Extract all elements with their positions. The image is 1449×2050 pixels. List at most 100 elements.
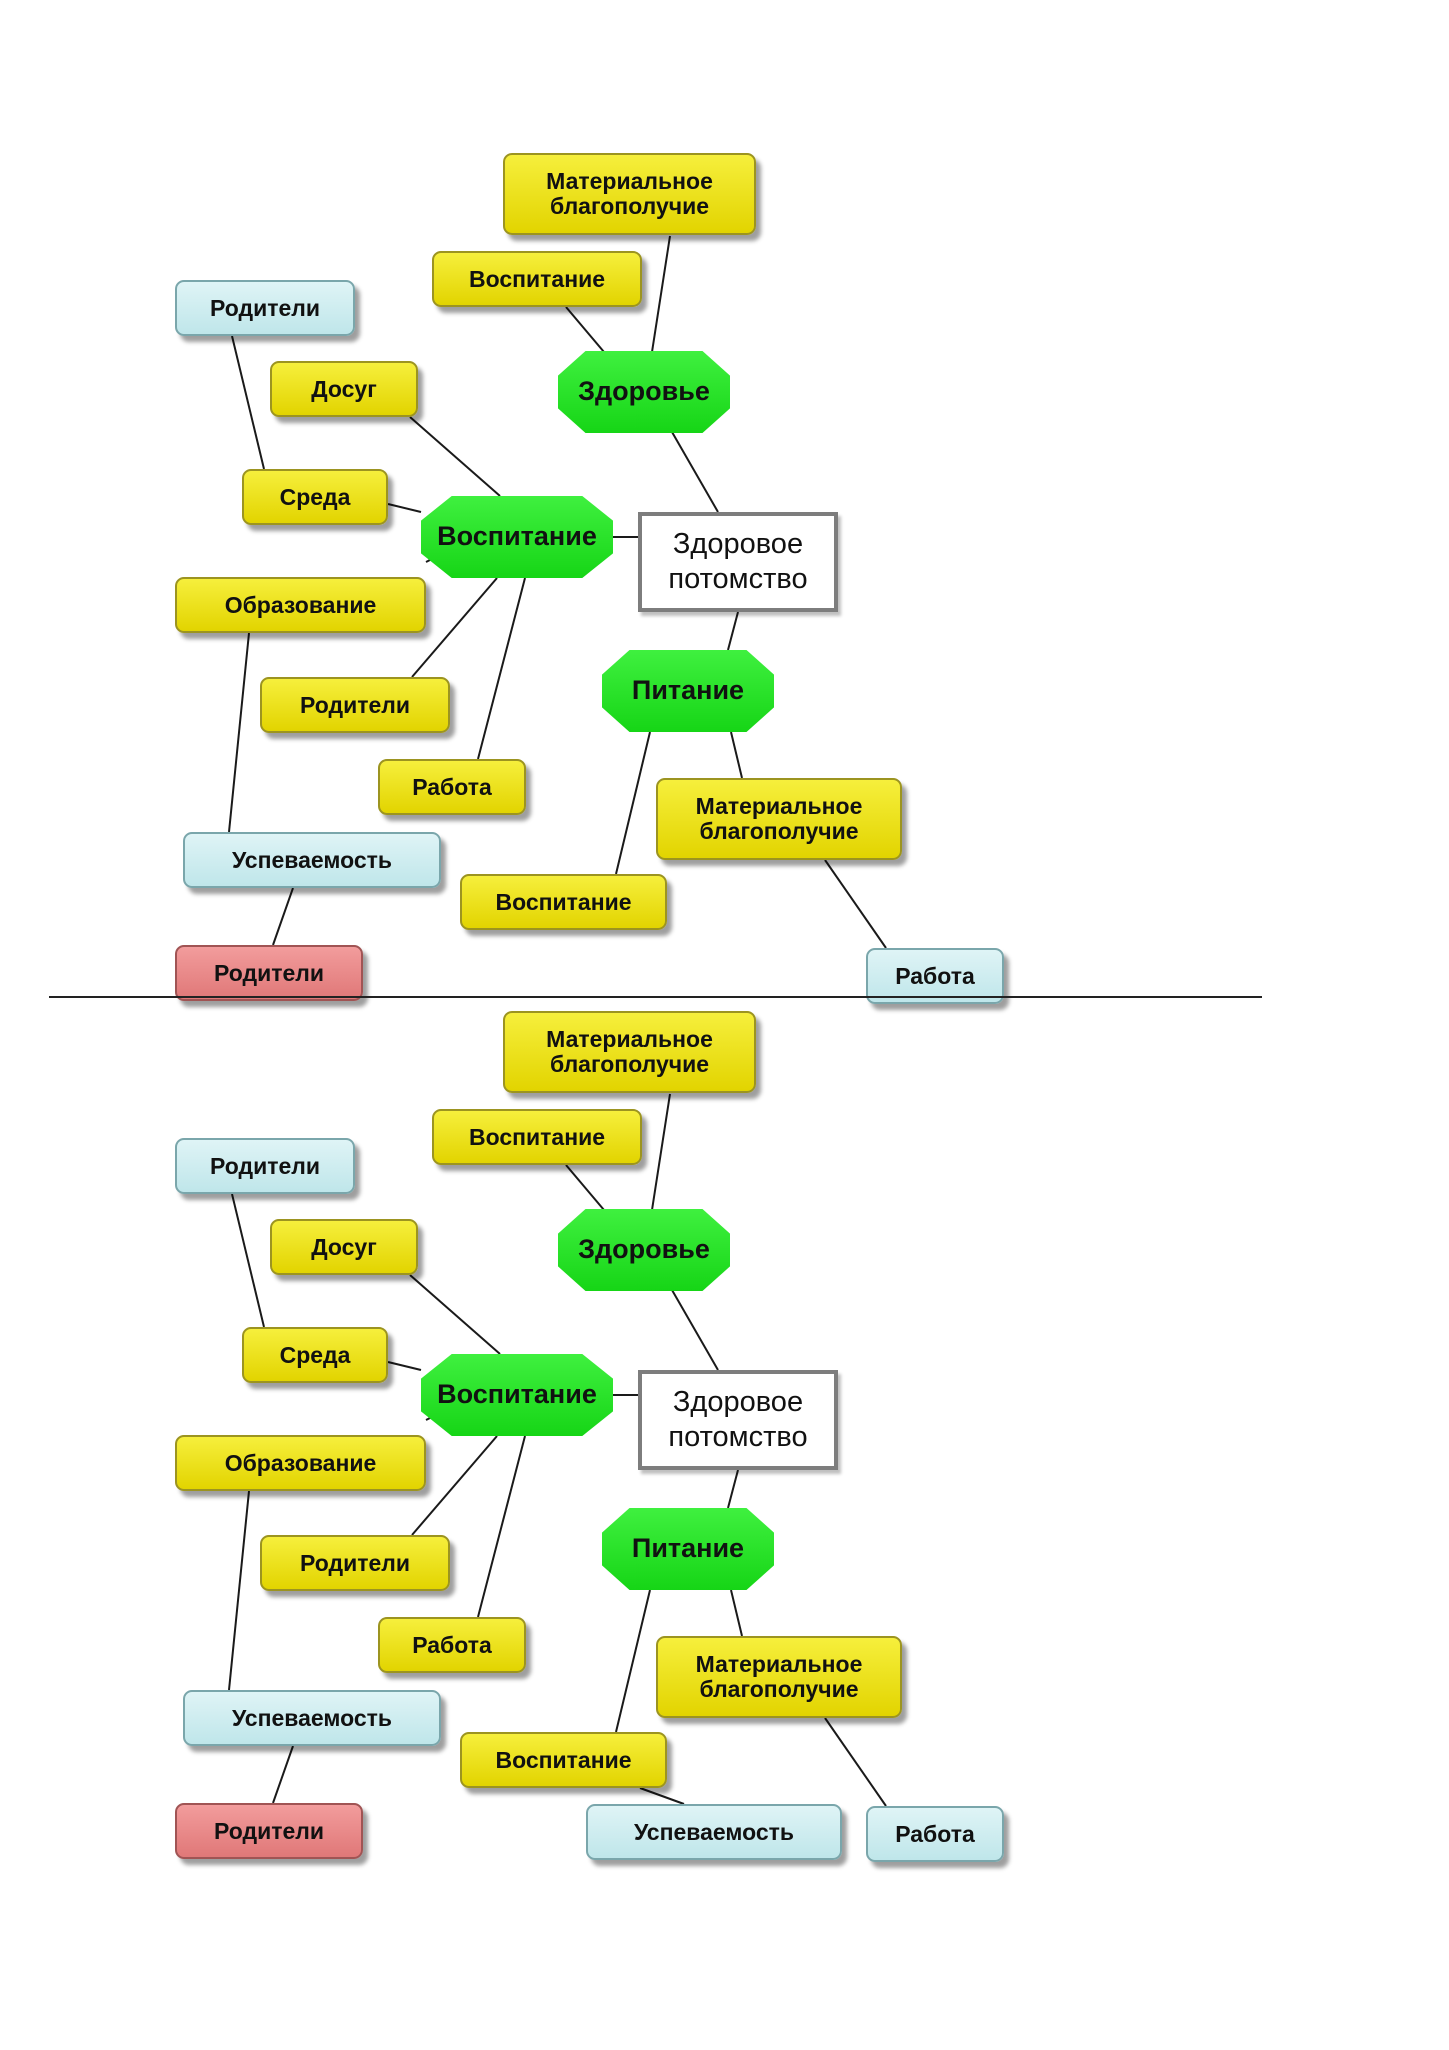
hub-node-upbringing: Воспитание — [421, 496, 613, 578]
factor-node-work1: Работа — [378, 1617, 526, 1673]
factor-node-vosp1: Воспитание — [432, 251, 642, 307]
link-center-nutrition — [727, 1469, 739, 1509]
link-edu-progress — [228, 632, 250, 833]
factor-node-wealth1: Материальное благополучие — [503, 1011, 756, 1093]
link-work-upbringing — [477, 1435, 526, 1618]
link-nutrition-vosp — [615, 1589, 651, 1733]
factor-node-vosp2: Воспитание — [460, 874, 667, 930]
factor-node-env-label: Среда — [279, 1341, 351, 1368]
factor-node-vosp1-label: Воспитание — [468, 1123, 606, 1150]
link-nutrition-wealth — [730, 731, 743, 779]
center-node-healthy-offspring-label: Здоровое потомство — [668, 1385, 808, 1453]
link-progress-parents — [272, 1745, 294, 1804]
factor-node-work1: Работа — [378, 759, 526, 815]
factor-node-parents3-label: Родители — [213, 959, 325, 986]
factor-node-work1-label: Работа — [412, 773, 492, 800]
factor-node-wealth1-label: Материальное благополучие — [546, 1026, 713, 1077]
hub-node-nutrition: Питание — [602, 1508, 774, 1590]
factor-node-parents3: Родители — [175, 1803, 363, 1859]
hub-node-upbringing-label: Воспитание — [437, 521, 597, 552]
factor-node-parents2: Родители — [260, 1535, 450, 1591]
hub-node-health-label: Здоровье — [578, 1234, 710, 1265]
factor-node-work2-label: Работа — [895, 1820, 975, 1847]
factor-node-wealth2-label: Материальное благополучие — [695, 793, 863, 844]
link-nutrition-vosp — [615, 731, 651, 875]
hub-node-nutrition-label: Питание — [631, 1533, 745, 1564]
factor-node-wealth2: Материальное благополучие — [656, 778, 902, 860]
factor-node-parents2: Родители — [260, 677, 450, 733]
link-parents-env — [231, 1193, 265, 1328]
center-node-healthy-offspring-label: Здоровое потомство — [668, 527, 808, 595]
factor-node-progress1-label: Успеваемость — [231, 846, 393, 873]
factor-node-vosp1: Воспитание — [432, 1109, 642, 1165]
center-node-healthy-offspring: Здоровое потомство — [638, 1370, 838, 1470]
factor-node-edu: Образование — [175, 1435, 426, 1491]
factor-node-wealth2-label: Материальное благополучие — [695, 1651, 863, 1702]
link-edu-progress — [228, 1490, 250, 1691]
link-wealth-work — [824, 859, 887, 949]
link-health-center — [671, 1289, 719, 1371]
hub-node-nutrition: Питание — [602, 650, 774, 732]
hub-node-health: Здоровье — [558, 351, 730, 433]
link-wealth-health — [651, 1093, 671, 1211]
link-parents2-upbringing — [411, 1435, 498, 1536]
hub-node-health-label: Здоровье — [578, 376, 710, 407]
factor-node-work1-label: Работа — [412, 1631, 492, 1658]
factor-node-leisure-label: Досуг — [311, 375, 377, 402]
hub-node-health: Здоровье — [558, 1209, 730, 1291]
link-parents-env — [231, 335, 265, 470]
link-leisure-upbringing — [409, 416, 501, 497]
center-node-healthy-offspring: Здоровое потомство — [638, 512, 838, 612]
factor-node-parents1: Родители — [175, 280, 355, 336]
factor-node-parents2-label: Родители — [299, 691, 411, 718]
link-center-nutrition — [727, 611, 739, 651]
factor-node-parents1-label: Родители — [209, 294, 321, 321]
link-progress-parents — [272, 887, 294, 946]
factor-node-parents3: Родители — [175, 945, 363, 1001]
factor-node-wealth1-label: Материальное благополучие — [546, 168, 713, 219]
link-nutrition-wealth — [730, 1589, 743, 1637]
hub-node-upbringing-label: Воспитание — [437, 1379, 597, 1410]
link-work-upbringing — [477, 577, 526, 760]
link-vosp-health — [565, 306, 605, 353]
factor-node-progress1-label: Успеваемость — [231, 1704, 393, 1731]
factor-node-wealth2: Материальное благополучие — [656, 1636, 902, 1718]
factor-node-vosp1-label: Воспитание — [468, 265, 606, 292]
factor-node-parents2-label: Родители — [299, 1549, 411, 1576]
factor-node-vosp2-label: Воспитание — [495, 888, 632, 915]
factor-node-leisure: Досуг — [270, 1219, 418, 1275]
factor-node-env: Среда — [242, 469, 388, 525]
factor-node-progress2: Успеваемость — [586, 1804, 842, 1860]
hub-node-nutrition-label: Питание — [631, 675, 745, 706]
factor-node-vosp2-label: Воспитание — [495, 1746, 632, 1773]
factor-node-progress1: Успеваемость — [183, 832, 441, 888]
link-env-upbringing — [387, 1361, 422, 1371]
factor-node-parents1-label: Родители — [209, 1152, 321, 1179]
link-health-center — [671, 431, 719, 513]
factor-node-work2: Работа — [866, 1806, 1004, 1862]
factor-node-progress1: Успеваемость — [183, 1690, 441, 1746]
link-parents2-upbringing — [411, 577, 498, 678]
factor-node-edu-label: Образование — [224, 591, 377, 618]
factor-node-work2: Работа — [866, 948, 1004, 1004]
link-env-upbringing — [387, 503, 422, 513]
factor-node-edu-label: Образование — [224, 1449, 377, 1476]
link-vosp-health — [565, 1164, 605, 1211]
link-wealth-work — [824, 1717, 887, 1807]
link-wealth-health — [651, 235, 671, 353]
factor-node-wealth1: Материальное благополучие — [503, 153, 756, 235]
link-vosp2-progress2 — [639, 1787, 685, 1805]
hub-node-upbringing: Воспитание — [421, 1354, 613, 1436]
factor-node-edu: Образование — [175, 577, 426, 633]
factor-node-env-label: Среда — [279, 483, 351, 510]
section-divider — [49, 996, 1262, 998]
link-leisure-upbringing — [409, 1274, 501, 1355]
factor-node-leisure-label: Досуг — [311, 1233, 377, 1260]
factor-node-leisure: Досуг — [270, 361, 418, 417]
factor-node-parents1: Родители — [175, 1138, 355, 1194]
factor-node-work2-label: Работа — [895, 962, 975, 989]
factor-node-vosp2: Воспитание — [460, 1732, 667, 1788]
factor-node-parents3-label: Родители — [213, 1817, 325, 1844]
